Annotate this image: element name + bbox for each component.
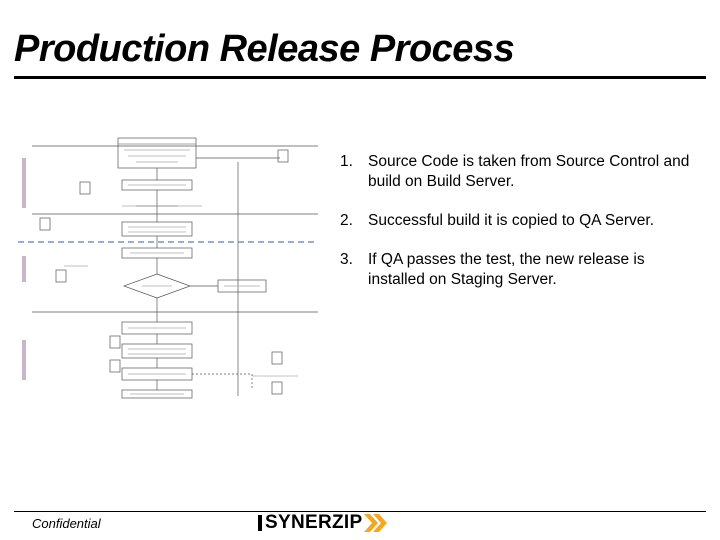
step-item-1: 1. Source Code is taken from Source Cont… — [340, 152, 700, 192]
step-text: If QA passes the test, the new release i… — [368, 251, 645, 288]
chevron-arrows-icon — [364, 514, 388, 532]
process-flow-diagram — [18, 137, 318, 399]
step-number: 3. — [340, 251, 353, 268]
logo-text: SYNERZIP — [265, 512, 363, 533]
step-number: 1. — [340, 153, 353, 170]
synerzip-logo: SYNERZIP — [258, 512, 394, 534]
logo-bar-mark — [258, 515, 262, 531]
footer-divider — [14, 511, 706, 512]
step-item-2: 2. Successful build it is copied to QA S… — [340, 211, 700, 231]
confidential-label: Confidential — [32, 516, 101, 531]
step-number: 2. — [340, 212, 353, 229]
step-text: Successful build it is copied to QA Serv… — [368, 212, 655, 229]
process-steps-list: 1. Source Code is taken from Source Cont… — [340, 152, 700, 309]
title-underline — [14, 76, 706, 79]
step-text: Source Code is taken from Source Control… — [368, 153, 690, 190]
step-item-3: 3. If QA passes the test, the new releas… — [340, 250, 700, 290]
slide-title: Production Release Process — [14, 28, 515, 70]
